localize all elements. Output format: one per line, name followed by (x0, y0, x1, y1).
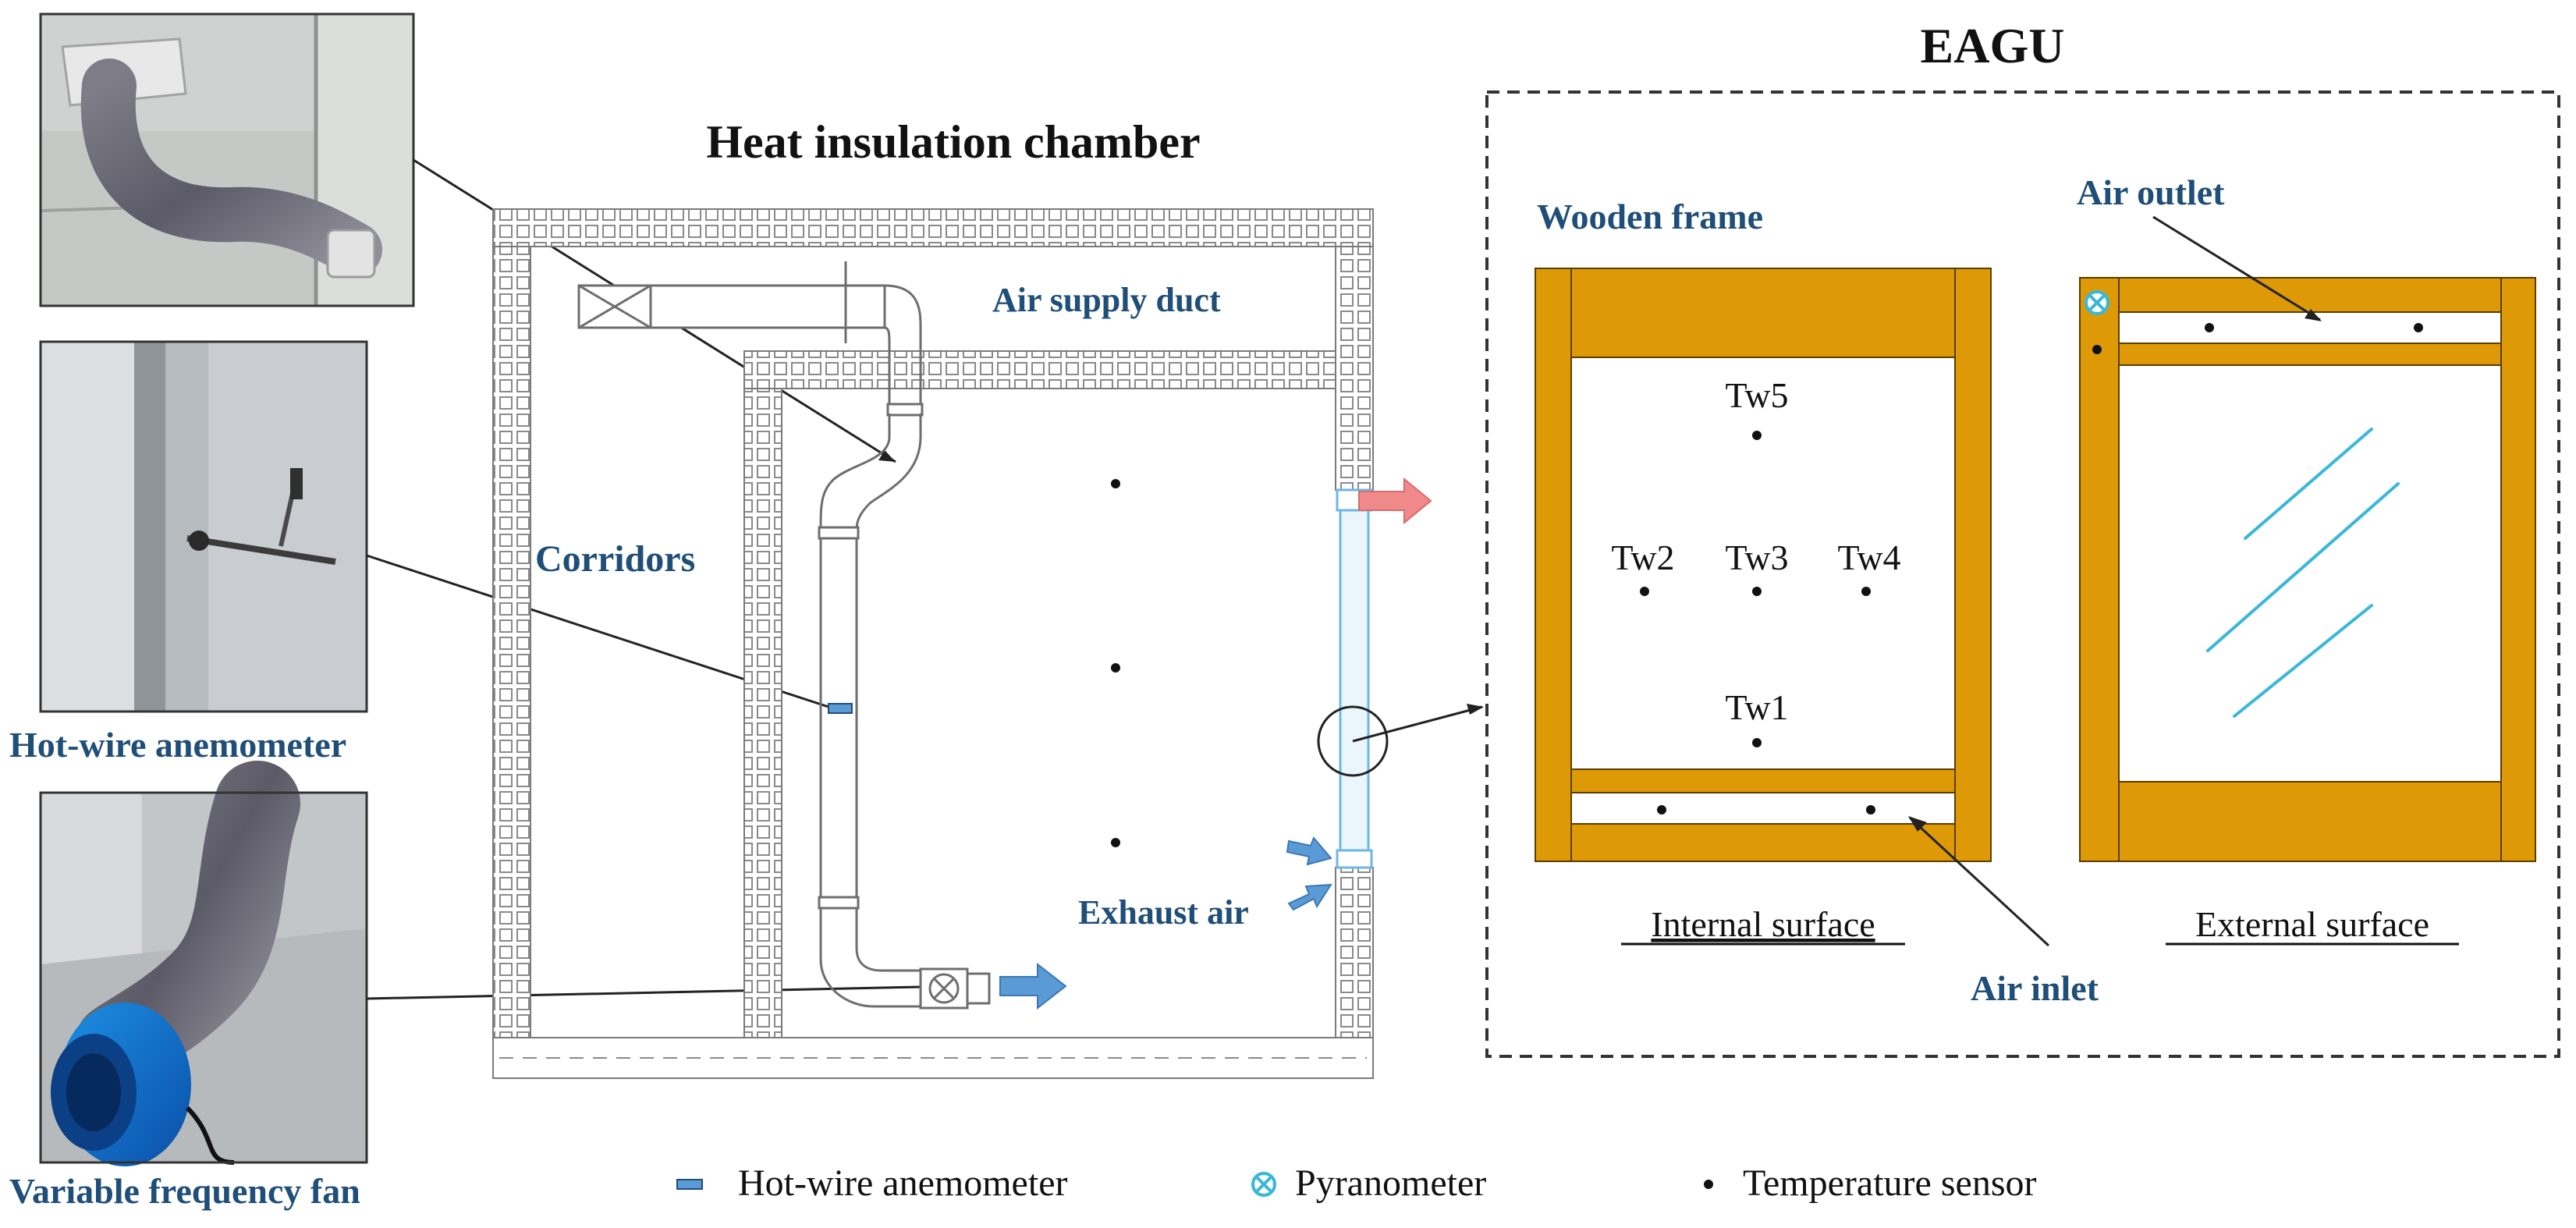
internal-sensor-labels: Tw5 Tw2 Tw3 Tw4 Tw1 (1611, 375, 1900, 727)
photo-variable-frequency-fan (39, 761, 368, 1166)
air-inlet-arrowhead (1908, 816, 1927, 832)
sensor-label-tw1: Tw1 (1725, 687, 1788, 727)
legend-temperature-label: Temperature sensor (1743, 1162, 2036, 1204)
chamber-walls (492, 208, 1374, 1079)
temperature-sensor-dot (1752, 587, 1762, 596)
air-supply-duct-label: Air supply duct (992, 281, 1221, 319)
temperature-sensor-dot (2092, 345, 2102, 354)
legend-pyranometer-icon (1251, 1172, 1276, 1197)
sensor-label-tw3: Tw3 (1725, 538, 1788, 577)
legend: Hot-wire anemometer Pyranometer Temperat… (676, 1162, 2036, 1204)
sensor-label-tw2: Tw2 (1611, 538, 1674, 577)
internal-temperature-sensors (1640, 431, 1875, 815)
wooden-frame-label: Wooden frame (1537, 197, 1763, 236)
temperature-sensor-dot (2205, 323, 2214, 332)
exhaust-air-label: Exhaust air (1078, 893, 1249, 932)
sensor-label-tw5: Tw5 (1725, 375, 1788, 415)
supply-air-arrow (999, 962, 1067, 1010)
leader-arrowhead-duct (878, 450, 896, 462)
air-outlet-label: Air outlet (2077, 172, 2225, 212)
external-surface-label: External surface (2195, 904, 2429, 944)
sensor-label-tw4: Tw4 (1837, 538, 1900, 577)
detail-callout-circle (1317, 705, 1389, 777)
photo-hotwire-anemometer (39, 340, 368, 713)
exhaust-arrow-out (1358, 477, 1432, 525)
hotwire-sensor-marker (828, 703, 853, 714)
temperature-sensor-dot (2414, 323, 2423, 332)
inlet-arrow-upper (1286, 836, 1332, 866)
temperature-sensor-dot (1640, 587, 1649, 596)
corridors-label: Corridors (535, 538, 695, 580)
chamber-temperature-sensors (1111, 479, 1120, 847)
glass-reflection-lines (2206, 428, 2400, 718)
legend-hotwire-label: Hot-wire anemometer (738, 1162, 1068, 1204)
temperature-sensor-dot (1866, 805, 1875, 815)
air-outlet-leader-line (2152, 215, 2321, 321)
internal-surface-label: Internal surface (1651, 904, 1875, 944)
detail-leader-line (1352, 705, 1483, 743)
air-supply-duct (577, 261, 991, 1010)
temperature-sensor-dot (1752, 431, 1762, 440)
temperature-sensor-dot (1111, 663, 1120, 673)
hotwire-photo-caption: Hot-wire anemometer (9, 725, 346, 765)
pyranometer-marker (2085, 290, 2109, 315)
air-inlet-label: Air inlet (1971, 968, 2099, 1008)
leader-line-fan (366, 985, 921, 1000)
external-surface-frame (2079, 277, 2536, 862)
chamber-title: Heat insulation chamber (706, 116, 1200, 168)
temperature-sensor-dot (1111, 838, 1120, 847)
fan-photo-caption: Variable frequency fan (9, 1171, 360, 1211)
external-temperature-sensors (2092, 323, 2423, 354)
air-outlet-arrowhead (2305, 309, 2322, 321)
air-inlet-leader-line (1908, 816, 2050, 947)
eagu-title: EAGU (1921, 18, 2065, 73)
temperature-sensor-dot (1861, 587, 1871, 596)
internal-surface-frame (1535, 268, 1992, 862)
legend-temperature-icon (1704, 1180, 1713, 1189)
eagu-window-section (1336, 488, 1373, 869)
temperature-sensor-dot (1111, 479, 1120, 488)
legend-pyranometer-label: Pyranometer (1295, 1162, 1486, 1204)
inlet-arrow-lower (1287, 883, 1332, 911)
temperature-sensor-dot (1752, 738, 1762, 747)
detail-leader-arrowhead (1467, 704, 1484, 715)
photo-duct (39, 12, 415, 307)
temperature-sensor-dot (1657, 805, 1666, 815)
eagu-dashed-box (1485, 91, 2560, 1058)
legend-hotwire-icon (676, 1179, 703, 1190)
